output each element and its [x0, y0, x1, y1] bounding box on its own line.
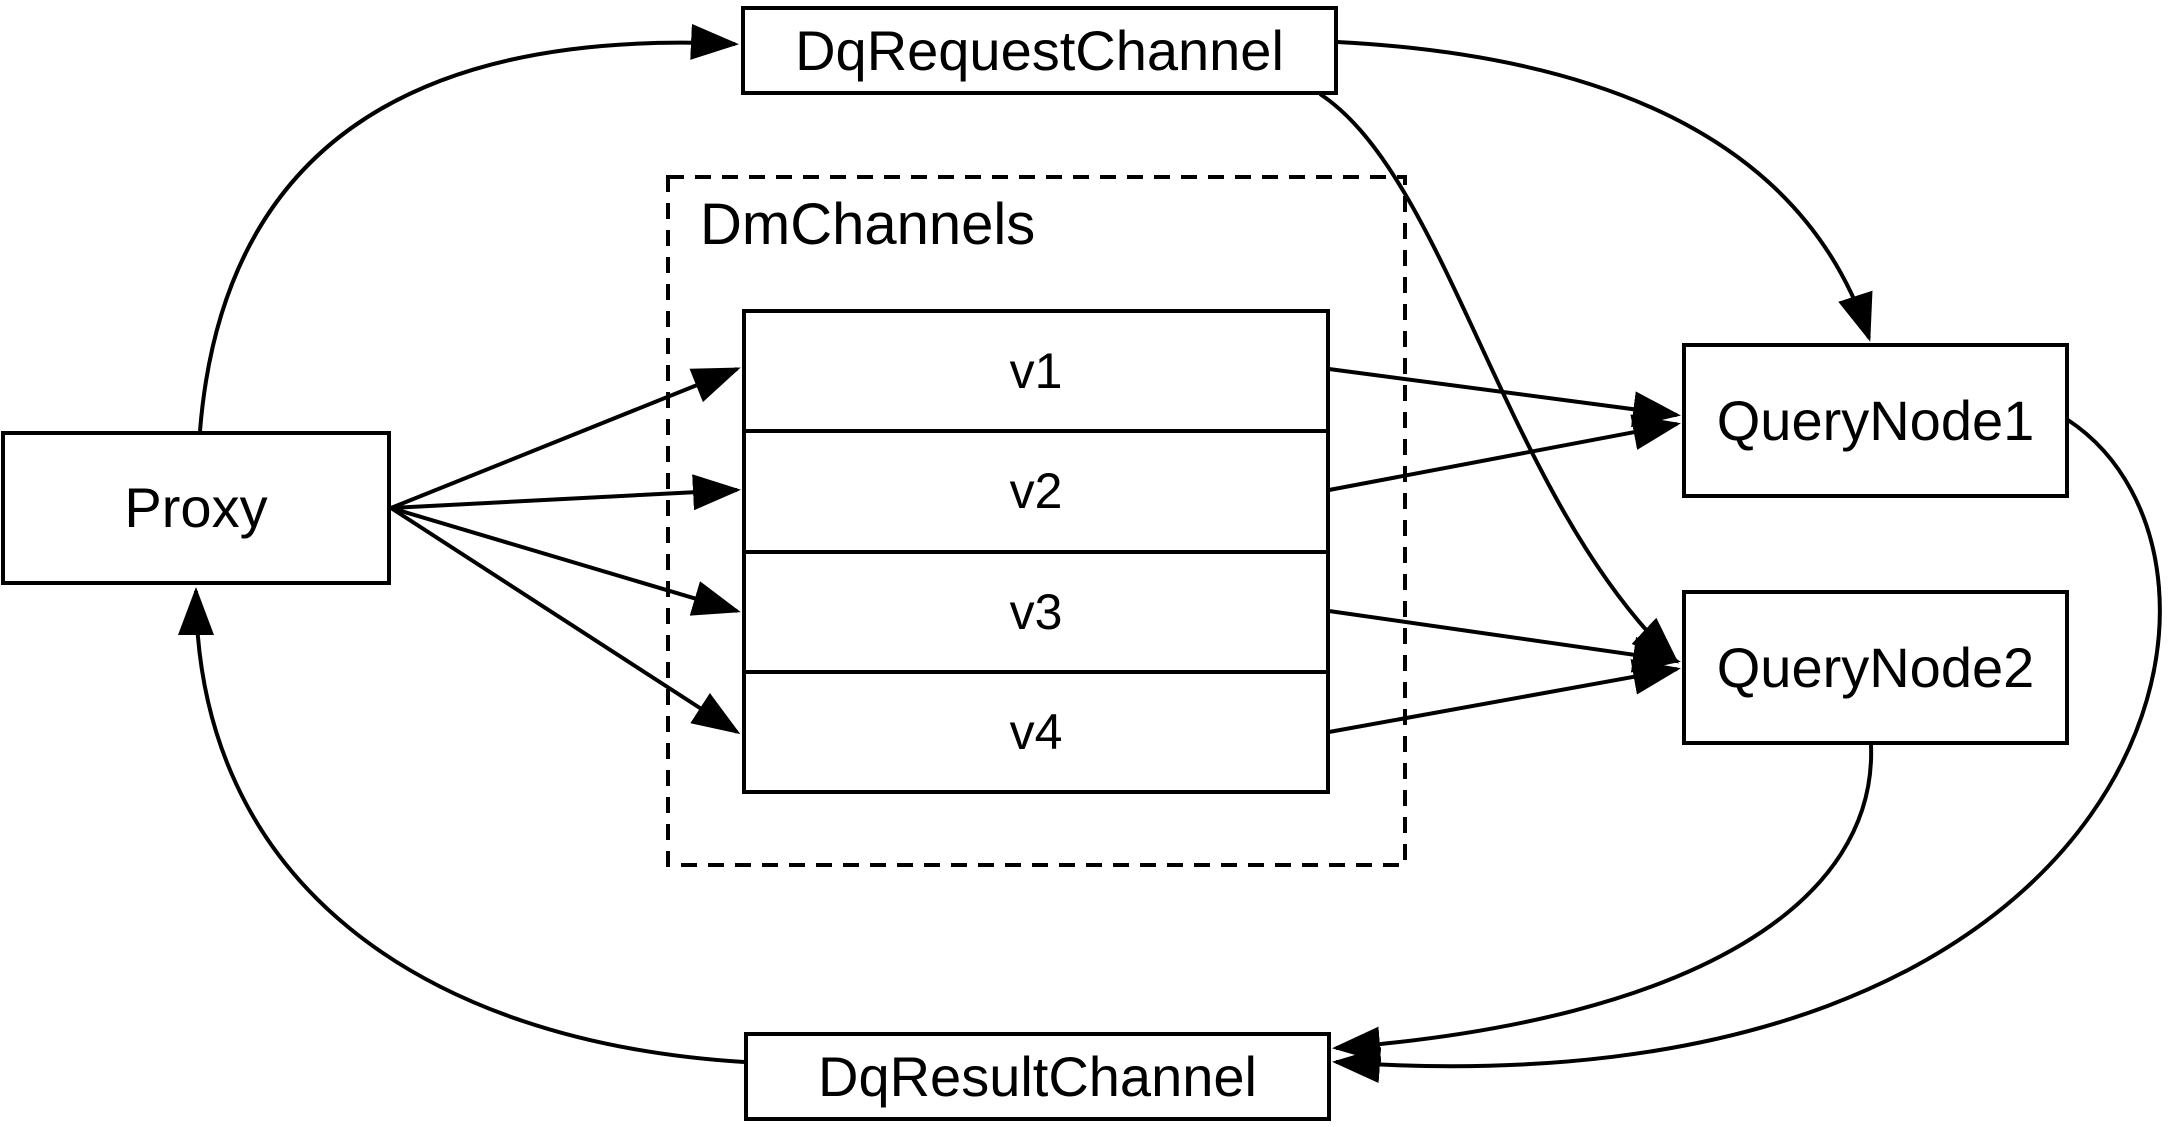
dm-channels-table: v1 v2 v3 v4 — [742, 309, 1330, 794]
channel-row-v1: v1 — [1009, 343, 1063, 400]
node-dq-result-channel-label: DqResultChannel — [818, 1044, 1257, 1108]
arrow-v2-to-querynode1 — [1328, 414, 1681, 492]
node-query-node-1-label: QueryNode1 — [1716, 388, 2035, 452]
node-dq-result-channel: DqResultChannel — [744, 1032, 1331, 1121]
node-proxy: Proxy — [1, 431, 391, 585]
arrow-v1-to-querynode1 — [1328, 367, 1681, 428]
channel-row-v2: v2 — [746, 429, 1326, 549]
arrow-v3-to-querynode2 — [1328, 609, 1681, 673]
arrow-proxy-to-dqrequestchannel — [198, 23, 739, 432]
arrow-querynode2-to-dqresultchannel — [1332, 744, 1874, 1063]
dm-channels-group-label: DmChannels — [700, 192, 1036, 257]
node-query-node-2: QueryNode2 — [1682, 590, 2069, 745]
arrow-proxy-to-v2 — [390, 474, 741, 511]
node-dq-request-channel-label: DqRequestChannel — [795, 18, 1284, 82]
arrow-proxy-to-v1 — [390, 367, 741, 510]
channel-row-v4: v4 — [746, 669, 1326, 790]
arrow-dqrequestchannel-to-querynode1 — [1336, 40, 1873, 342]
node-query-node-1: QueryNode1 — [1682, 343, 2069, 498]
node-dq-request-channel: DqRequestChannel — [741, 6, 1338, 95]
arrow-proxy-to-v3 — [390, 506, 741, 616]
arrow-querynode1-to-dqresultchannel — [1332, 418, 2162, 1084]
arrow-v4-to-querynode2 — [1328, 659, 1681, 734]
channel-row-v3: v3 — [746, 549, 1326, 670]
arrow-proxy-to-v4 — [389, 506, 741, 735]
node-query-node-2-label: QueryNode2 — [1716, 635, 2035, 699]
dm-channels-group-border — [666, 175, 1407, 867]
node-proxy-label: Proxy — [124, 476, 268, 539]
arrow-dqrequestchannel-to-querynode2 — [1318, 92, 1679, 664]
arrow-dqresultchannel-to-proxy — [178, 587, 745, 1064]
